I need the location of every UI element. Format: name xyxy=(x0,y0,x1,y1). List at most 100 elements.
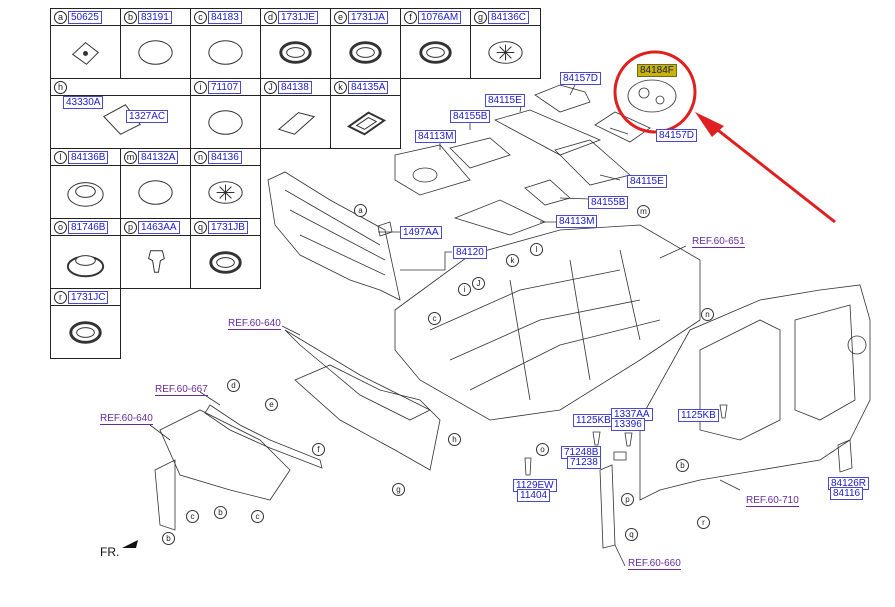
red-highlight-circle xyxy=(613,50,697,134)
legend-cell-part-number[interactable]: 1731JA xyxy=(348,11,388,24)
part-label-71238[interactable]: 71238 xyxy=(567,456,601,469)
legend-cell-letter: r xyxy=(54,291,67,304)
part-label-84116[interactable]: 84116 xyxy=(830,487,864,500)
part-label-84115e[interactable]: 84115E xyxy=(485,94,525,107)
ref-label-ref-60-667[interactable]: REF.60-667 xyxy=(155,384,208,396)
square-grommet-icon xyxy=(331,95,400,148)
part-label-1125kb[interactable]: 1125KB xyxy=(678,409,719,422)
part-label-84120[interactable]: 84120 xyxy=(453,246,487,259)
part-label-84157d[interactable]: 84157D xyxy=(560,72,602,85)
legend-cell-part-number[interactable]: 84135A xyxy=(348,81,389,94)
callout-b: b xyxy=(214,506,227,519)
part-label-84115e[interactable]: 84115E xyxy=(627,175,667,188)
round-plug-icon xyxy=(191,95,260,148)
h-cell-label-43330a: 43330A xyxy=(63,96,104,109)
part-label-13396[interactable]: 13396 xyxy=(611,418,645,431)
red-arrow-shaft xyxy=(704,118,836,224)
part-label-84113m[interactable]: 84113M xyxy=(415,130,457,143)
part-label-84155b[interactable]: 84155B xyxy=(450,110,491,123)
ref-label-ref-60-710[interactable]: REF.60-710 xyxy=(746,495,799,507)
cowl-top xyxy=(284,329,431,421)
callout-c: c xyxy=(186,510,199,523)
bracket-icon xyxy=(51,95,190,148)
legend-cell-part-number[interactable]: 1731JB xyxy=(208,221,248,234)
legend-cell-letter: c xyxy=(194,11,207,24)
callout-d: d xyxy=(227,379,240,392)
legend-cell-part-number[interactable]: 81746B xyxy=(68,221,109,234)
legend-cell-letter: i xyxy=(194,81,207,94)
ref-label-ref-60-651[interactable]: REF.60-651 xyxy=(692,236,745,248)
legend-cell-part-number[interactable]: 1076AM xyxy=(418,11,462,24)
callout-o: o xyxy=(536,443,549,456)
part-label-84184f[interactable]: 84184F xyxy=(637,64,677,77)
bolt-1129ew xyxy=(524,457,532,476)
part-label-84155b[interactable]: 84155B xyxy=(588,196,629,209)
bolt-1125kb xyxy=(592,431,601,446)
callout-j: J xyxy=(472,277,485,290)
legend-cell-part-number[interactable]: 50625 xyxy=(68,11,102,24)
callout-a: a xyxy=(354,204,367,217)
legend-cell-letter: f xyxy=(404,11,417,24)
legend-cell-part-number[interactable]: 71107 xyxy=(208,81,242,94)
callout-l: l xyxy=(530,243,543,256)
legend-cell-part-number[interactable]: 1731JE xyxy=(278,11,318,24)
bolt-1125kb-right xyxy=(719,404,728,419)
plug-71248b xyxy=(613,451,627,461)
part-label-84157d[interactable]: 84157D xyxy=(656,129,698,142)
floor-pan xyxy=(394,224,701,421)
left-apron xyxy=(159,409,291,501)
ref-label-ref-60-660[interactable]: REF.60-660 xyxy=(628,558,681,570)
legend-cell-part-number[interactable]: 84136B xyxy=(68,151,109,164)
callout-n: n xyxy=(701,308,714,321)
part-label-1125kb[interactable]: 1125KB xyxy=(573,414,614,427)
legend-cell-part-number[interactable]: 84136C xyxy=(488,11,530,24)
legend-cell-letter: b xyxy=(124,11,137,24)
legend-cell-letter: e xyxy=(334,11,347,24)
legend-cell-part-number[interactable]: 1731JC xyxy=(68,291,109,304)
legend-cell-part-number[interactable]: 84183 xyxy=(208,11,242,24)
legend-cell-letter: h xyxy=(54,81,67,94)
callout-e: e xyxy=(265,398,278,411)
front-direction-label: FR. xyxy=(100,545,120,559)
legend-cell-part-number[interactable]: 84138 xyxy=(278,81,312,94)
pad-84184f-hole-b xyxy=(655,95,665,105)
h-cell-label-1327ac: 1327AC xyxy=(126,110,169,123)
callout-c: c xyxy=(428,312,441,325)
callout-f: f xyxy=(312,443,325,456)
callout-i: i xyxy=(458,283,471,296)
part-label-11404[interactable]: 11404 xyxy=(517,489,551,502)
small-grommet-icon xyxy=(51,25,120,78)
ref-label-ref-60-640[interactable]: REF.60-640 xyxy=(100,413,153,425)
legend-cell-part-number[interactable]: 84132A xyxy=(138,151,179,164)
legend-cell-part-number[interactable]: 83191 xyxy=(138,11,172,24)
part-label-71248b[interactable]: 71248B xyxy=(561,446,602,459)
legend-cell-part-number[interactable]: 84136 xyxy=(208,151,242,164)
legend-cell-letter: k xyxy=(334,81,347,94)
part-label-84113m[interactable]: 84113M xyxy=(556,215,598,228)
ref-label-ref-60-640[interactable]: REF.60-640 xyxy=(228,318,281,330)
part-label-1497aa[interactable]: 1497AA xyxy=(400,226,442,239)
legend-cell-part-number[interactable]: 1463AA xyxy=(138,221,180,234)
legend-cell-h: h xyxy=(50,78,191,149)
round-plug-icon xyxy=(121,165,190,218)
bolt-1337aa xyxy=(624,432,633,447)
ring-plug-icon xyxy=(331,25,400,78)
